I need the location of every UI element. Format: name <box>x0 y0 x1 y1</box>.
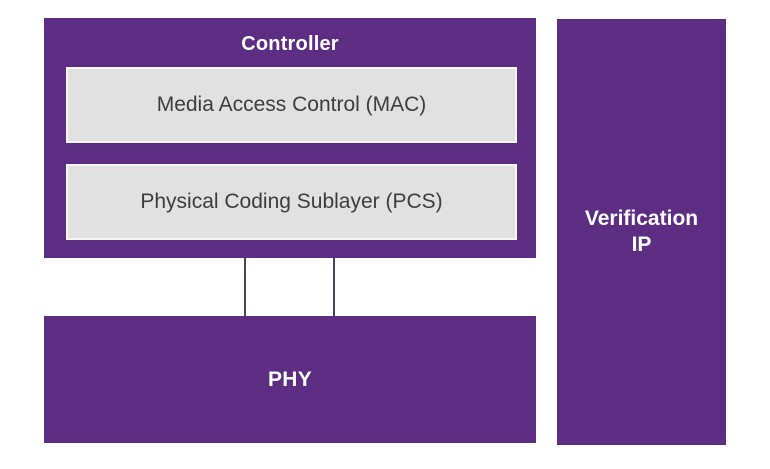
phy-block: PHY <box>44 316 536 443</box>
verification-ip-label: Verification IP <box>584 206 699 256</box>
controller-title: Controller <box>241 33 339 55</box>
phy-label: PHY <box>267 367 313 391</box>
pcs-sublayer-label: Physical Coding Sublayer (PCS) <box>140 190 443 213</box>
verification-ip-block: Verification IP <box>557 19 726 445</box>
pcs-sublayer-box: Physical Coding Sublayer (PCS) <box>66 164 517 240</box>
controller-phy-connector-left <box>244 258 246 316</box>
controller-block: Controller Media Access Control (MAC) Ph… <box>44 18 536 258</box>
mac-sublayer-label: Media Access Control (MAC) <box>156 93 427 116</box>
mac-sublayer-box: Media Access Control (MAC) <box>66 67 517 143</box>
controller-phy-connector-right <box>333 258 335 316</box>
